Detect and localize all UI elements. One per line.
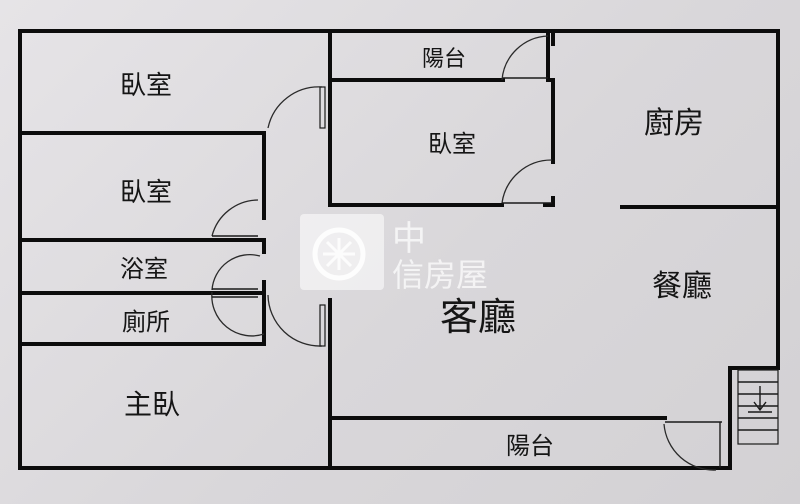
balcony-bottom-door-arc xyxy=(663,423,717,471)
room-label-bedroom-center: 臥室 xyxy=(428,130,476,158)
room-label-master-bedroom: 主臥 xyxy=(124,388,180,421)
center-bedroom-walls xyxy=(328,29,555,207)
room-label-kitchen: 廚房 xyxy=(644,106,704,141)
bottom-balcony-walls xyxy=(328,416,722,423)
room-label-living: 客廳 xyxy=(440,295,516,339)
balcony-door-arc xyxy=(501,35,549,81)
room-label-dining: 餐廳 xyxy=(652,269,712,304)
bath-door-arc xyxy=(211,253,261,291)
room-label-toilet: 廁所 xyxy=(122,308,170,336)
room-label-bedroom-mid-left: 臥室 xyxy=(120,178,172,208)
room-label-balcony-bottom: 陽台 xyxy=(506,432,554,460)
room-label-balcony-top: 陽台 xyxy=(422,47,466,72)
watermark-brand-line1: 中 xyxy=(392,219,426,259)
bedroom-door-arc xyxy=(501,159,553,204)
toilet-door-arc xyxy=(211,291,265,337)
master-bedroom-door-arc xyxy=(267,294,323,347)
room-labels: 臥室 臥室 浴室 廁所 主臥 陽台 臥室 廚房 餐廳 客廳 陽台 xyxy=(120,47,712,460)
room-label-bathroom: 浴室 xyxy=(120,255,168,283)
doors xyxy=(211,35,721,471)
watermark: 中 信房屋 xyxy=(300,214,488,294)
watermark-brand-line2: 信房屋 xyxy=(392,256,488,294)
top-left-bedroom-door-arc xyxy=(267,86,323,129)
left-wing-walls xyxy=(18,29,332,470)
mid-bedroom-door-arc xyxy=(211,199,259,237)
stairs-down-arrow-icon xyxy=(737,369,779,445)
room-label-bedroom-top-left: 臥室 xyxy=(120,71,172,101)
